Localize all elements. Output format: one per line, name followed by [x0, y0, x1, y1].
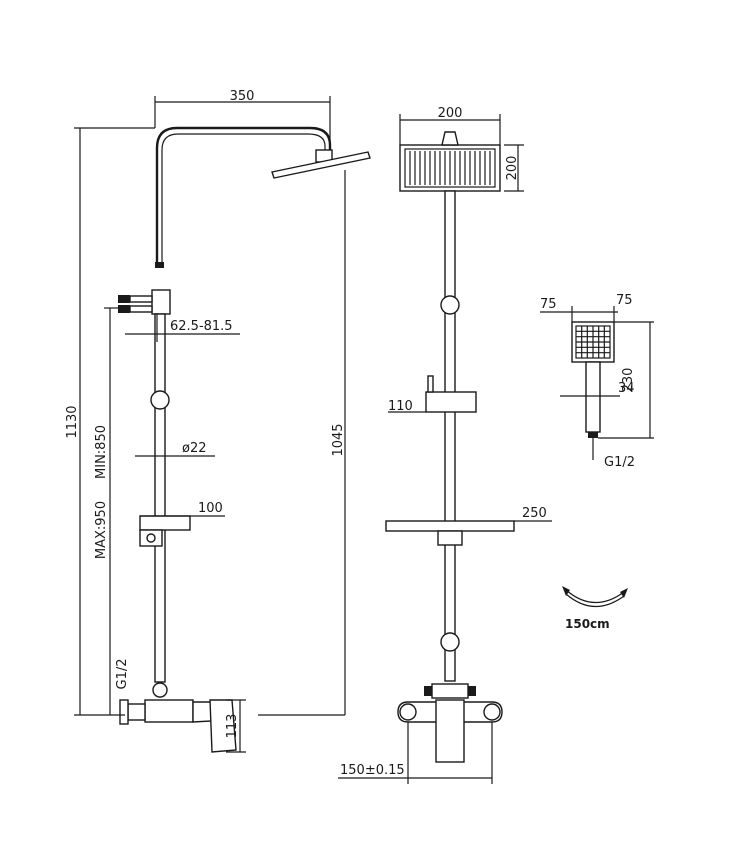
holder-height-label: 110 [388, 399, 413, 414]
mixer-front [397, 699, 503, 763]
max-height-label: MAX:950 [94, 501, 109, 559]
handshower-face-right-label: 75 [616, 293, 633, 308]
front-dimensions: 200 200 110 250 150±0.15 [338, 106, 552, 784]
slider-knob-front [440, 295, 460, 315]
arm-reach-label: 350 [230, 89, 255, 104]
wall-offset-label: 62.5-81.5 [170, 319, 233, 334]
shelf-width-label: 250 [522, 506, 547, 521]
hose: 150cm [562, 586, 628, 631]
head-depth-label: 200 [505, 156, 520, 181]
total-height-label: 1130 [65, 405, 80, 438]
slide-length-label: 1045 [331, 423, 346, 456]
rail-front [444, 190, 456, 682]
handshower-thread-label: G1/2 [604, 455, 635, 470]
centers-label: 150±0.15 [340, 763, 405, 778]
mixer-height-label: 113 [225, 714, 240, 739]
min-height-label: MIN:850 [94, 425, 109, 479]
handshower-dimensions: 75 75 230 34 G1/2 [540, 293, 654, 470]
mixer-side [119, 682, 237, 753]
shelf-front [385, 520, 515, 546]
overhead-arm [155, 126, 332, 265]
handshower [571, 321, 615, 438]
front-view [385, 131, 515, 763]
shower-head-side [271, 149, 371, 179]
side-dimensions: 350 1130 MAX:950 MIN:850 G1/2 62.5-81.5 … [65, 89, 346, 753]
head-width-label: 200 [438, 106, 463, 121]
handshower-face-left-label: 75 [540, 297, 557, 312]
side-view [118, 126, 371, 753]
shower-head-front [399, 131, 501, 192]
hose-length-label: 150cm [565, 617, 610, 631]
rail-diameter-label: ø22 [182, 441, 207, 456]
top-wall-bracket [118, 289, 171, 315]
diverter-front [424, 683, 476, 699]
holder-front [425, 375, 477, 413]
handshower-length-label: 230 [621, 368, 636, 393]
holder-width-label: 100 [198, 501, 223, 516]
slider-knob-lower [440, 632, 460, 652]
rail-pipe [154, 313, 166, 683]
slider-knob [150, 390, 170, 410]
inlet-thread-left-label: G1/2 [115, 659, 130, 690]
handshower-neck-label: 34 [618, 381, 635, 396]
